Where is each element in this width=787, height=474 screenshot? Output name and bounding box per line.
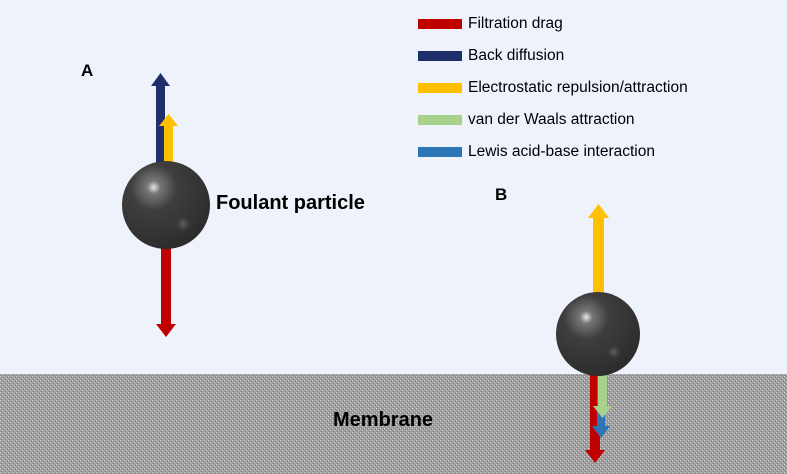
legend-label: Back diffusion (468, 46, 565, 64)
legend-item-van-der-waals: van der Waals attraction (418, 107, 688, 132)
legend-swatch (418, 146, 462, 157)
membrane (0, 374, 787, 474)
arrow-electrostatic-b (588, 204, 609, 306)
legend-label: Lewis acid-base interaction (468, 142, 655, 160)
arrow-filtration-drag-a (156, 238, 176, 337)
foulant-particle-label: Foulant particle (216, 192, 365, 214)
legend-swatch (418, 18, 462, 29)
foulant-particle-a (122, 161, 210, 249)
legend-swatch (418, 114, 462, 125)
legend-item-filtration-drag: Filtration drag (418, 11, 688, 36)
legend-label: Electrostatic repulsion/attraction (468, 78, 688, 96)
membrane-label: Membrane (333, 409, 434, 431)
panel-b-label: B (495, 185, 508, 204)
legend-swatch (418, 50, 462, 61)
panel-a-label: A (81, 61, 94, 80)
legend-label: Filtration drag (468, 14, 563, 32)
legend-item-back-diffusion: Back diffusion (418, 43, 688, 68)
legend: Filtration drag Back diffusion Electrost… (418, 11, 688, 171)
foulant-particle-b (556, 292, 640, 376)
arrow-van-der-waals-b (593, 360, 612, 418)
legend-swatch (418, 82, 462, 93)
legend-label: van der Waals attraction (468, 110, 635, 128)
legend-item-electrostatic: Electrostatic repulsion/attraction (418, 75, 688, 100)
arrow-electrostatic-a (159, 114, 178, 166)
legend-item-lewis-acid-base: Lewis acid-base interaction (418, 139, 688, 164)
